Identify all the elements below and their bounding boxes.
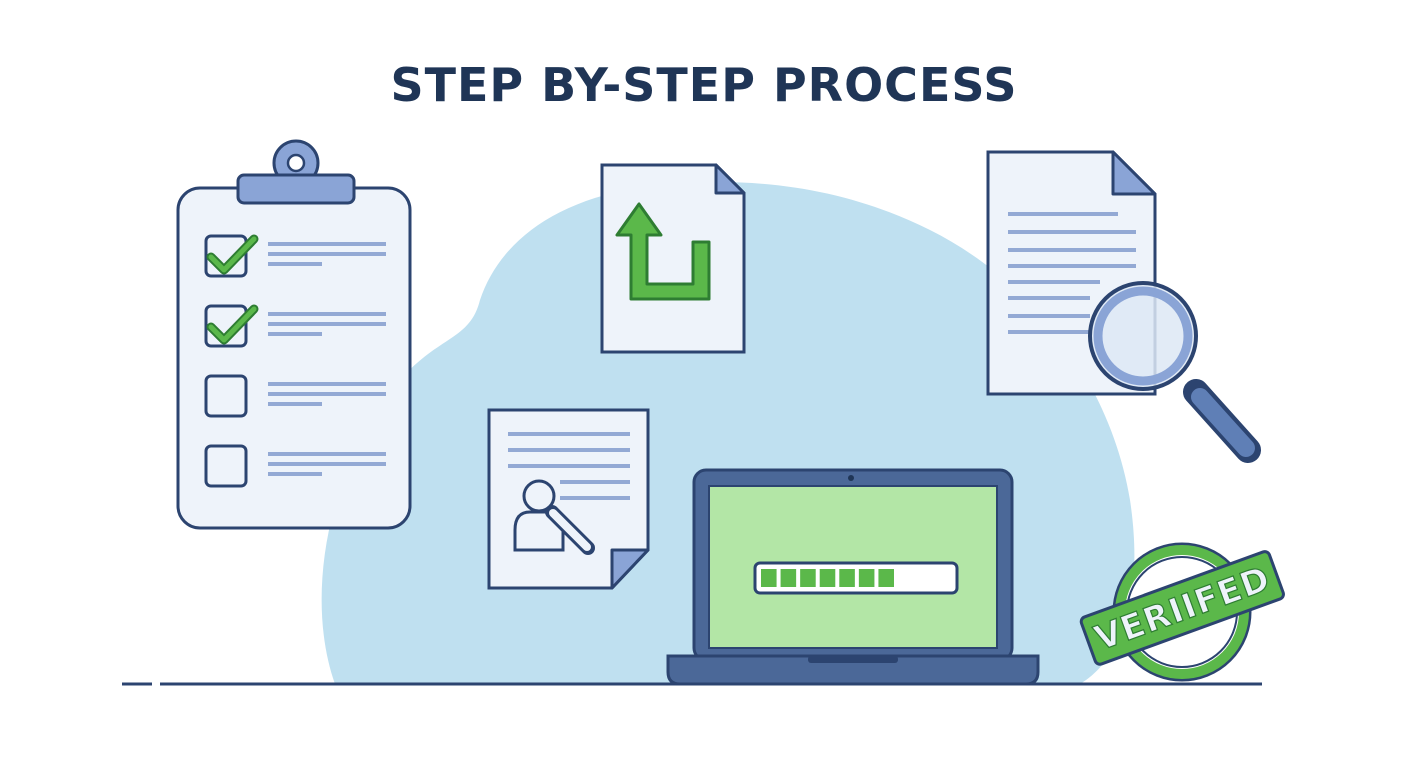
checklist-item — [204, 304, 386, 348]
progress-segment — [878, 569, 894, 587]
magnifier-lens — [1088, 281, 1198, 391]
progress-segment — [858, 569, 875, 587]
checkbox — [204, 374, 248, 418]
page-title: STEP BY-STEP PROCESS — [390, 58, 1018, 112]
id-document-icon — [487, 408, 650, 590]
document-upload-icon — [600, 163, 746, 354]
progress-segment — [780, 569, 797, 587]
laptop-progress-icon — [666, 468, 1040, 686]
progress-segment — [819, 569, 836, 587]
progress-bar-fill — [761, 569, 894, 587]
progress-segment — [839, 569, 855, 587]
clipboard-checklist-icon — [176, 139, 412, 530]
checklist-item — [204, 444, 386, 488]
progress-bar — [753, 561, 959, 595]
checkbox — [204, 444, 248, 488]
document-magnifier-icon — [986, 150, 1261, 463]
upload-arrow-icon — [615, 202, 711, 301]
progress-segment — [761, 569, 777, 587]
checklist-item — [204, 374, 386, 418]
checklist — [204, 234, 386, 488]
progress-segment — [800, 569, 816, 587]
checklist-item — [204, 234, 386, 278]
